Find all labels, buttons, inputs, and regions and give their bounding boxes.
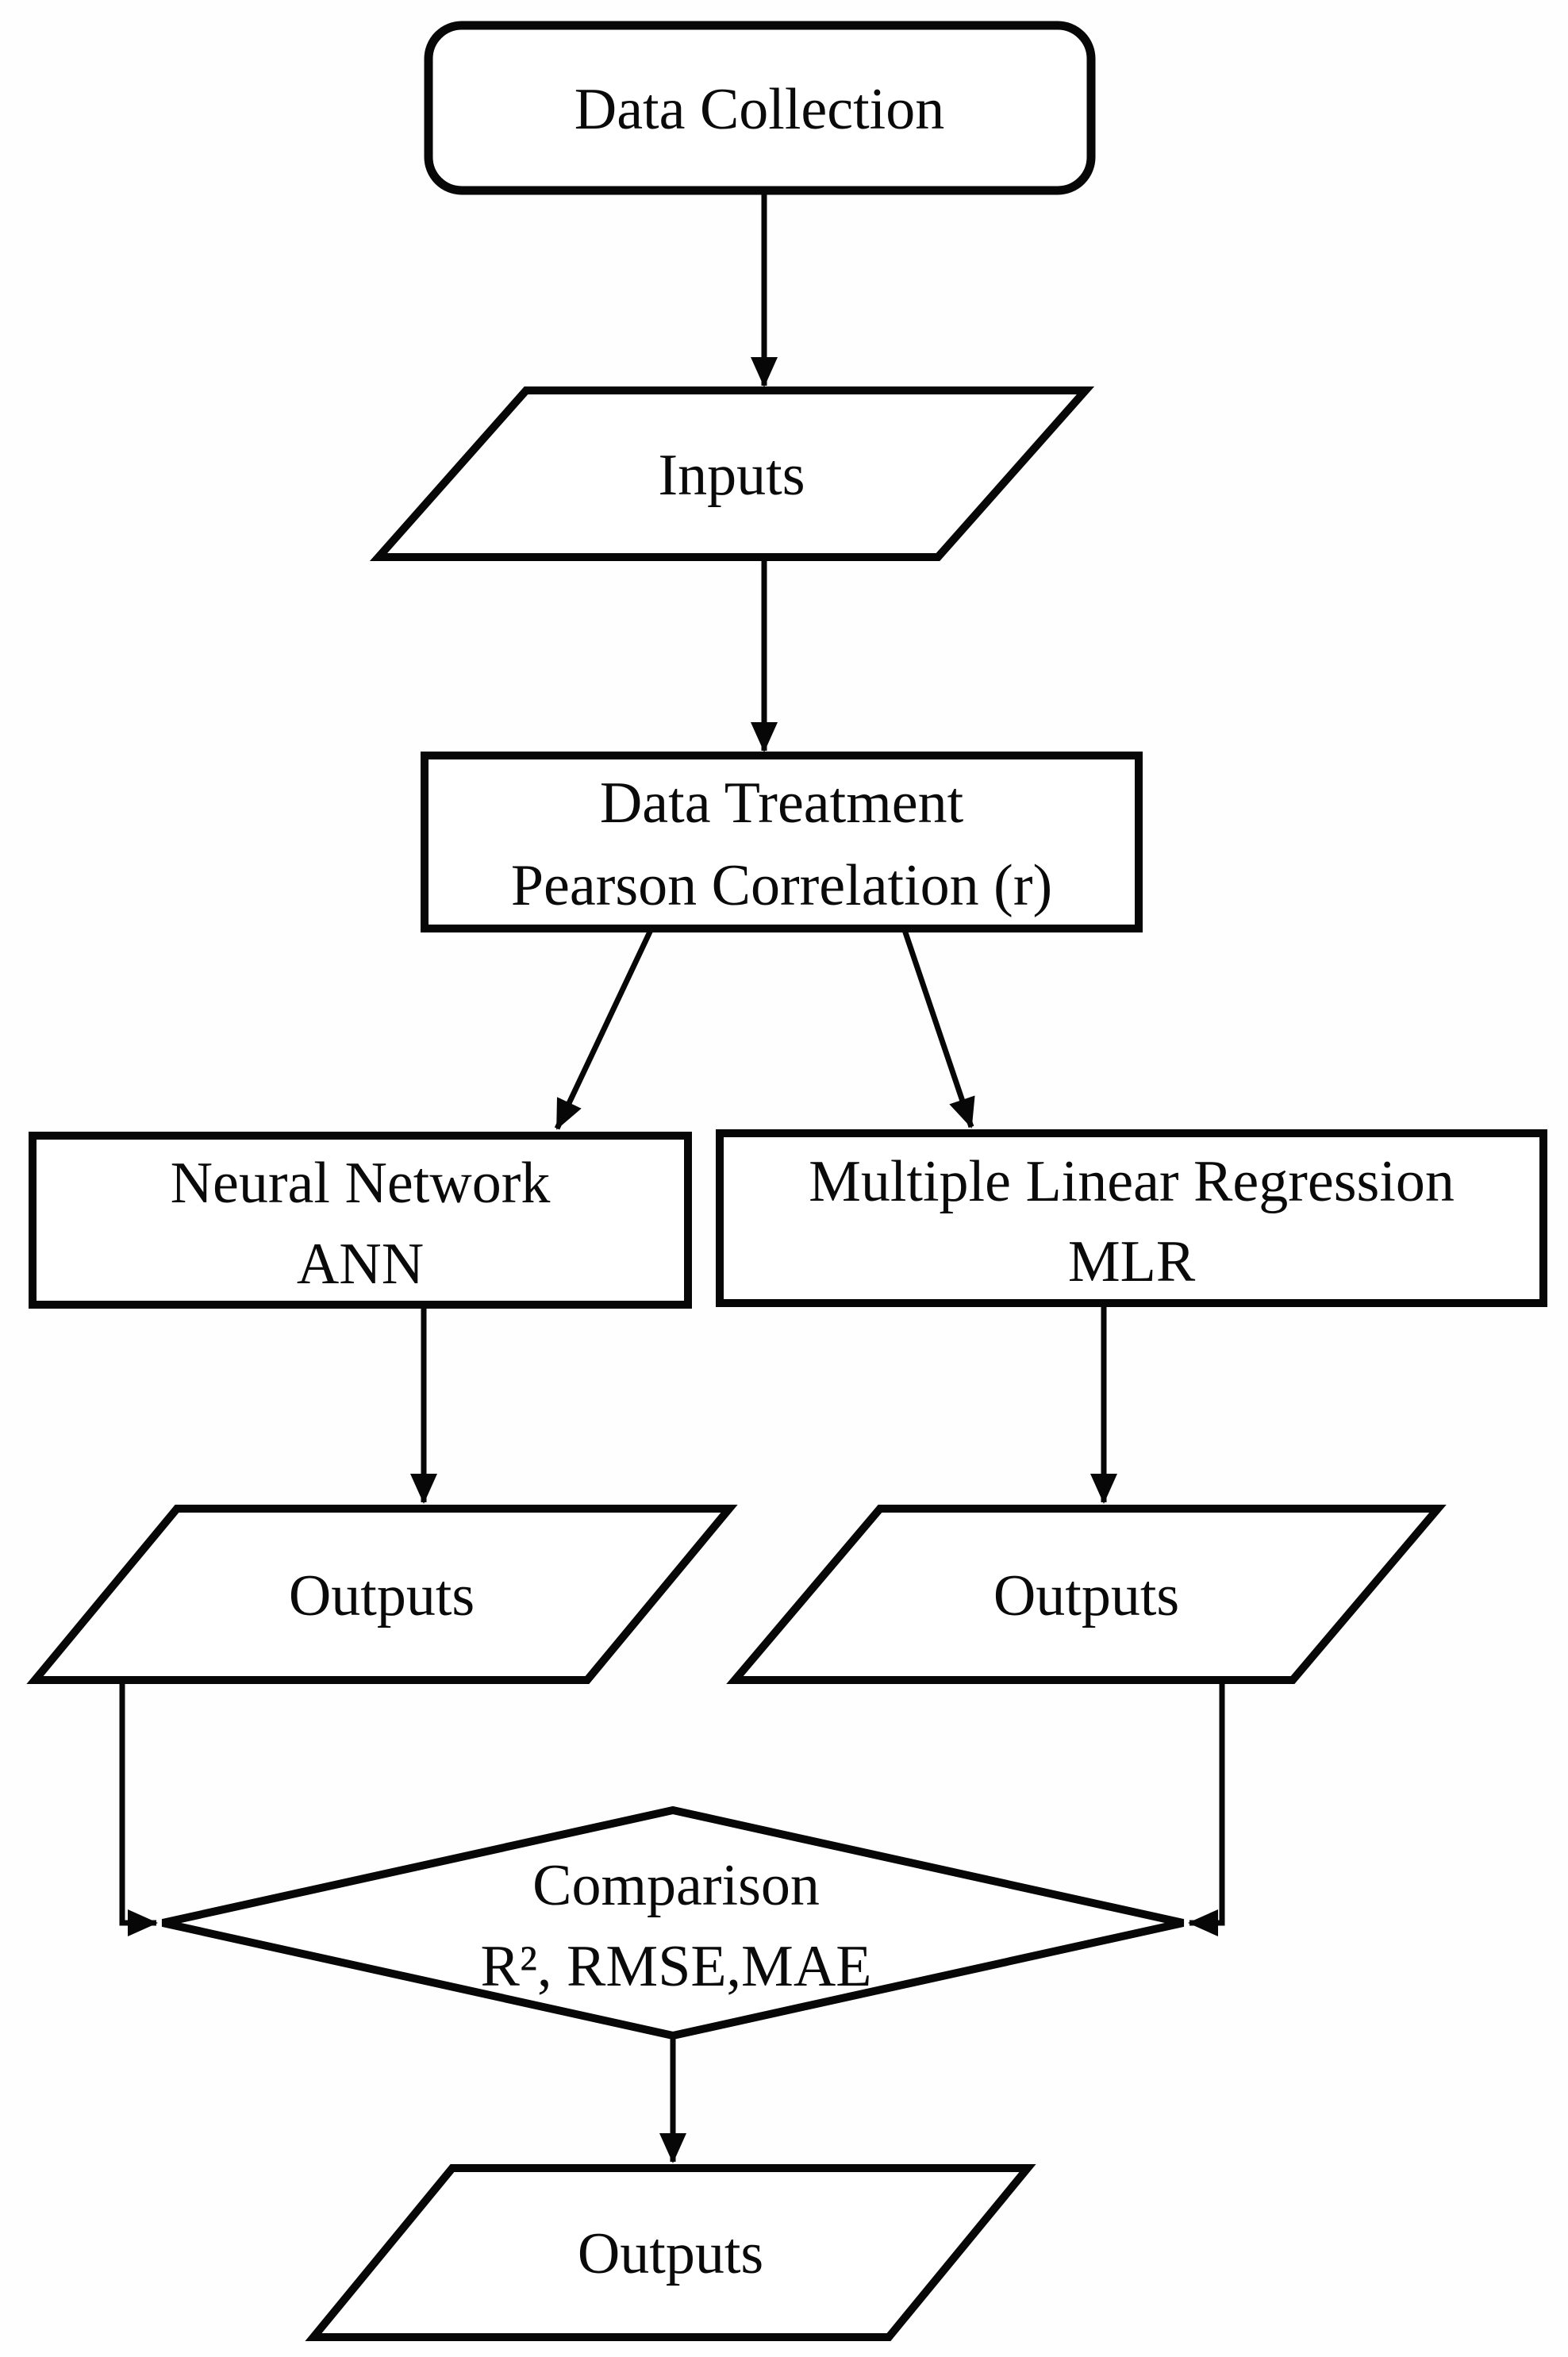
inputs-node xyxy=(369,386,1095,561)
outputs-mlr-node xyxy=(726,1505,1447,1684)
outputs-final-label: Outputs xyxy=(578,2221,763,2286)
edge-datatreatment-to-mlr xyxy=(901,929,975,1129)
edge-outputs-mlr-to-comparison xyxy=(1188,1680,1225,1936)
edge-datatreatment-to-ann xyxy=(554,929,654,1130)
inputs-label: Inputs xyxy=(659,443,805,508)
outputs-ann-node xyxy=(26,1505,738,1684)
data-collection-node xyxy=(424,21,1096,195)
outputs-final-node xyxy=(305,2164,1036,2341)
outputs-ann-label: Outputs xyxy=(289,1563,475,1628)
comparison-label-line1: Comparison xyxy=(532,1853,820,1918)
neural-network-label-line2: ANN xyxy=(297,1232,424,1297)
multiple-linear-regression-label-line1: Multiple Linear Regression xyxy=(809,1149,1455,1214)
multiple-linear-regression-node xyxy=(716,1129,1547,1307)
data-collection-label: Data Collection xyxy=(575,77,944,142)
comparison-label-line2: R², RMSE,MAE xyxy=(481,1934,872,1999)
comparison-node xyxy=(161,1805,1185,2040)
edge-outputs-ann-to-comparison xyxy=(119,1682,158,1936)
data-treatment-label-line2: Pearson Correlation (r) xyxy=(511,853,1052,918)
data-treatment-node xyxy=(421,752,1143,932)
multiple-linear-regression-label-line2: MLR xyxy=(1068,1229,1196,1294)
neural-network-node xyxy=(29,1132,692,1309)
outputs-mlr-label: Outputs xyxy=(993,1563,1179,1628)
neural-network-label-line1: Neural Network xyxy=(171,1151,551,1216)
data-treatment-label-line1: Data Treatment xyxy=(600,771,964,836)
